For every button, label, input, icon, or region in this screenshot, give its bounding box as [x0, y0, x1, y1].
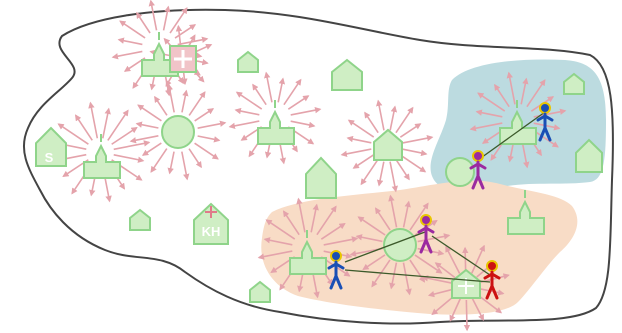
round-building-center	[162, 116, 194, 148]
arrow	[354, 155, 374, 168]
house-right	[374, 130, 402, 160]
person-icon	[421, 215, 431, 225]
arrow	[291, 121, 315, 126]
arrow	[137, 124, 159, 128]
arrow	[466, 300, 467, 330]
arrow	[119, 40, 143, 45]
arrow	[189, 92, 205, 115]
hospital-top	[170, 46, 196, 72]
arrow	[113, 51, 142, 57]
person-icon	[331, 251, 341, 261]
arrow	[103, 109, 109, 138]
house-top-right	[332, 60, 362, 90]
arrow	[155, 97, 167, 115]
church-icon	[84, 146, 120, 178]
church-mid	[258, 100, 294, 144]
arrow	[390, 162, 396, 191]
arrow	[288, 96, 308, 109]
arrow	[253, 85, 266, 105]
person-icon	[487, 261, 497, 271]
arrow	[169, 85, 174, 112]
house-icon	[250, 282, 270, 302]
house-icon	[374, 130, 402, 160]
arrow	[379, 162, 384, 186]
arrow	[365, 113, 378, 133]
arrow	[278, 79, 283, 103]
arrow	[284, 80, 301, 105]
arrow	[361, 159, 378, 184]
arrow	[378, 101, 384, 130]
arrow	[348, 138, 372, 143]
arrow	[143, 143, 161, 155]
arrow	[170, 152, 174, 174]
arrow	[151, 1, 157, 30]
arrow	[230, 121, 259, 127]
house-center-large	[306, 158, 336, 198]
house-icon	[332, 60, 362, 90]
arrow	[342, 149, 371, 155]
arrow	[396, 159, 409, 179]
arrow	[237, 92, 262, 109]
arrow	[400, 155, 425, 172]
arrow	[114, 155, 143, 161]
arrow	[400, 124, 420, 137]
arrow	[403, 149, 427, 154]
arrow	[182, 152, 187, 179]
house-icon	[130, 210, 150, 230]
arrow	[131, 136, 158, 141]
arrow	[390, 107, 395, 131]
person-icon	[540, 103, 550, 113]
arrow	[189, 149, 201, 167]
arrow	[137, 13, 150, 33]
arrow	[465, 248, 466, 272]
arrow	[195, 109, 213, 121]
arrow	[138, 105, 161, 121]
house-icon	[306, 158, 336, 198]
arrow	[151, 149, 167, 172]
church-left	[84, 134, 120, 178]
arrow	[291, 109, 320, 115]
hospital-label: KH	[202, 224, 221, 239]
arrow	[90, 103, 97, 138]
house-small-bottom	[250, 282, 270, 302]
arrow	[195, 143, 218, 159]
house-icon	[238, 52, 258, 72]
arrow	[266, 73, 272, 102]
house-small-left	[130, 210, 150, 230]
church-icon	[258, 112, 294, 144]
arrow	[198, 123, 225, 128]
round-building-blue	[446, 158, 474, 186]
arrow	[178, 26, 180, 46]
school-label: S	[45, 150, 54, 165]
arrow	[349, 120, 374, 137]
house-small-top	[238, 52, 258, 72]
arrow	[236, 110, 260, 115]
arrow	[396, 108, 413, 133]
person-icon	[473, 151, 483, 161]
arrow	[198, 136, 220, 140]
arrow	[403, 137, 432, 143]
arrow	[114, 142, 149, 149]
arrow	[182, 91, 186, 113]
arrow	[120, 21, 145, 38]
